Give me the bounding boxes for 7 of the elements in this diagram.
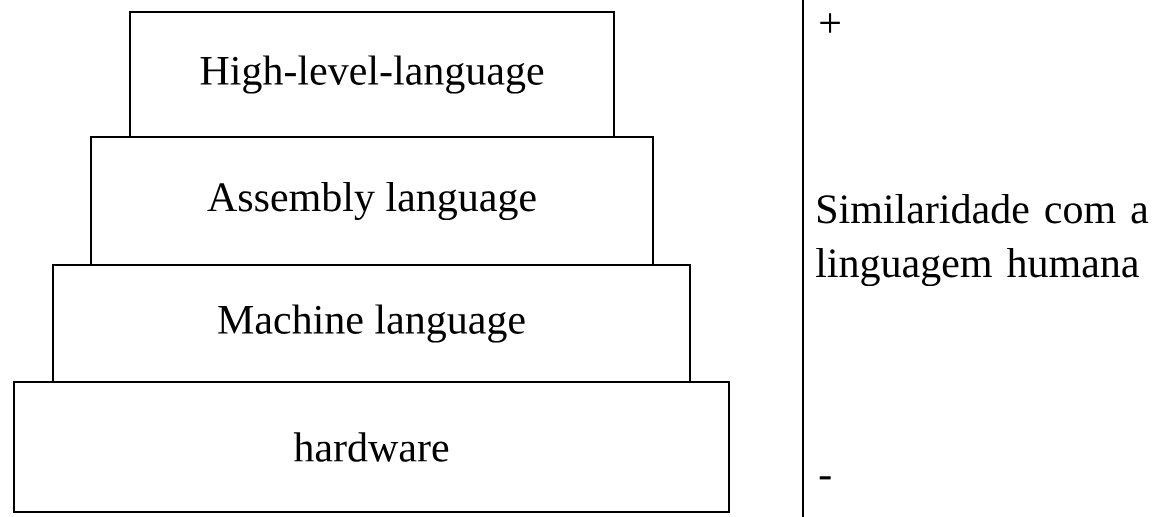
layer-box: High-level-language: [129, 11, 615, 138]
axis-label: Similaridade com a linguagem humana: [816, 193, 1149, 287]
scale-sign: +: [820, 13, 840, 33]
scale-sign: -: [819, 476, 831, 480]
layer-box: hardware: [13, 381, 730, 513]
layer-box: Assembly language: [90, 136, 654, 266]
layer-box: Machine language: [52, 264, 691, 383]
